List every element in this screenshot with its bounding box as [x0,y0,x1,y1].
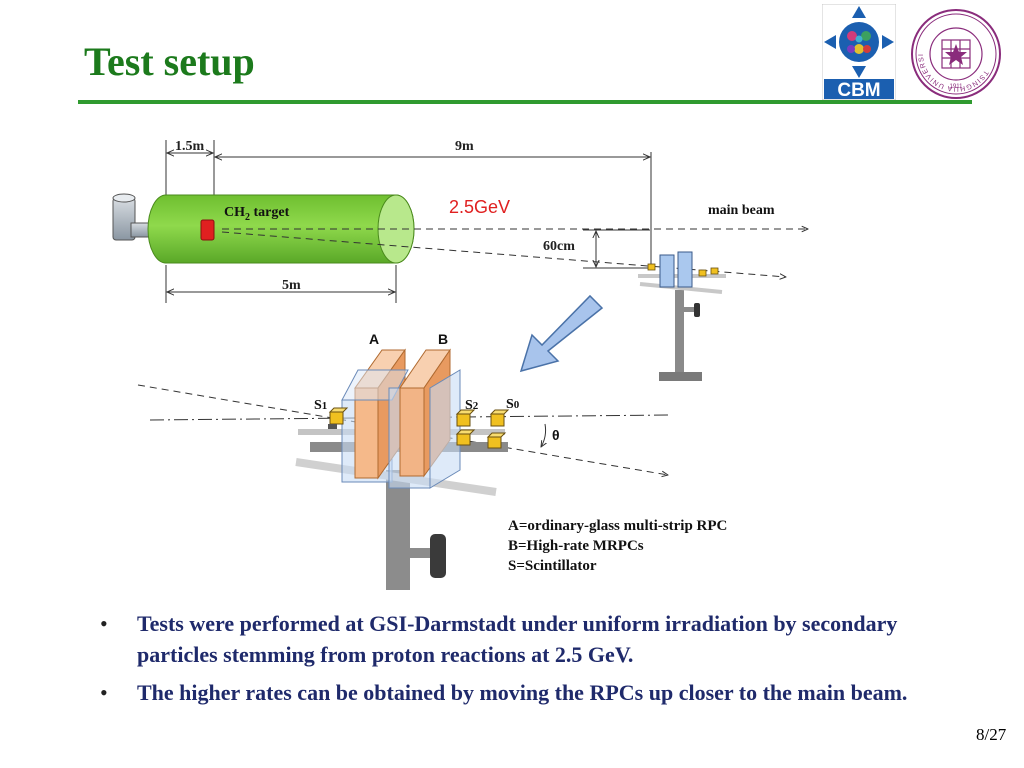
bullet-dot: • [100,611,108,636]
dim-5m-label: 5m [282,278,301,293]
detail-main-axis [149,414,671,421]
bullet-text: Tests were performed at GSI-Darmstadt un… [137,611,898,667]
beam-energy-label: 2.5GeV [449,197,510,217]
title-underline [78,100,972,104]
theta-label: θ [552,427,560,443]
scintillator-s0 [486,409,510,449]
tsinghua-seal-year: 1911 [950,84,964,90]
scintillator-s1 [328,407,349,429]
small-detector-stand [638,251,726,381]
rpc-b-detector [388,348,461,489]
diagram-legend: A=ordinary-glass multi-strip RPC B=High-… [508,518,727,574]
tsinghua-seal-icon: TSINGHUA UNIVERSITY 1911 [910,8,1001,99]
bullet-item: • The higher rates can be obtained by mo… [100,677,930,708]
dimension-lines [165,140,652,303]
dim-1-5m-label: 1.5m [175,139,205,154]
zoom-arrow-icon [519,294,604,373]
bullet-item: • Tests were performed at GSI-Darmstadt … [100,608,930,670]
rpc-a-label: A [369,331,379,347]
cbm-logo-icon: CBM [822,4,896,100]
s2-label: S2 [465,398,479,413]
s0-label: S0 [506,397,520,412]
legend-item-b: B=High-rate MRPCs [508,538,644,554]
theta-arc [541,423,546,447]
ch2-target-block [200,219,215,241]
scintillator-s2 [455,409,476,446]
bullet-text: The higher rates can be obtained by movi… [137,680,908,705]
ch2-target-label: CH2 target [224,205,290,223]
page-number: 8/27 [976,725,1007,744]
s1-label: S1 [314,398,327,413]
legend-item-a: A=ordinary-glass multi-strip RPC [508,518,727,534]
bullet-dot: • [100,680,108,705]
cbm-logo-text: CBM [837,80,880,100]
main-beam-label: main beam [708,203,775,218]
rpc-b-label: B [438,331,448,347]
bullet-list: • Tests were performed at GSI-Darmstadt … [100,608,930,715]
legend-item-s: S=Scintillator [508,558,597,574]
slide-title: Test setup [84,39,255,84]
dim-9m-label: 9m [455,139,474,154]
dim-60cm-label: 60cm [543,239,575,254]
